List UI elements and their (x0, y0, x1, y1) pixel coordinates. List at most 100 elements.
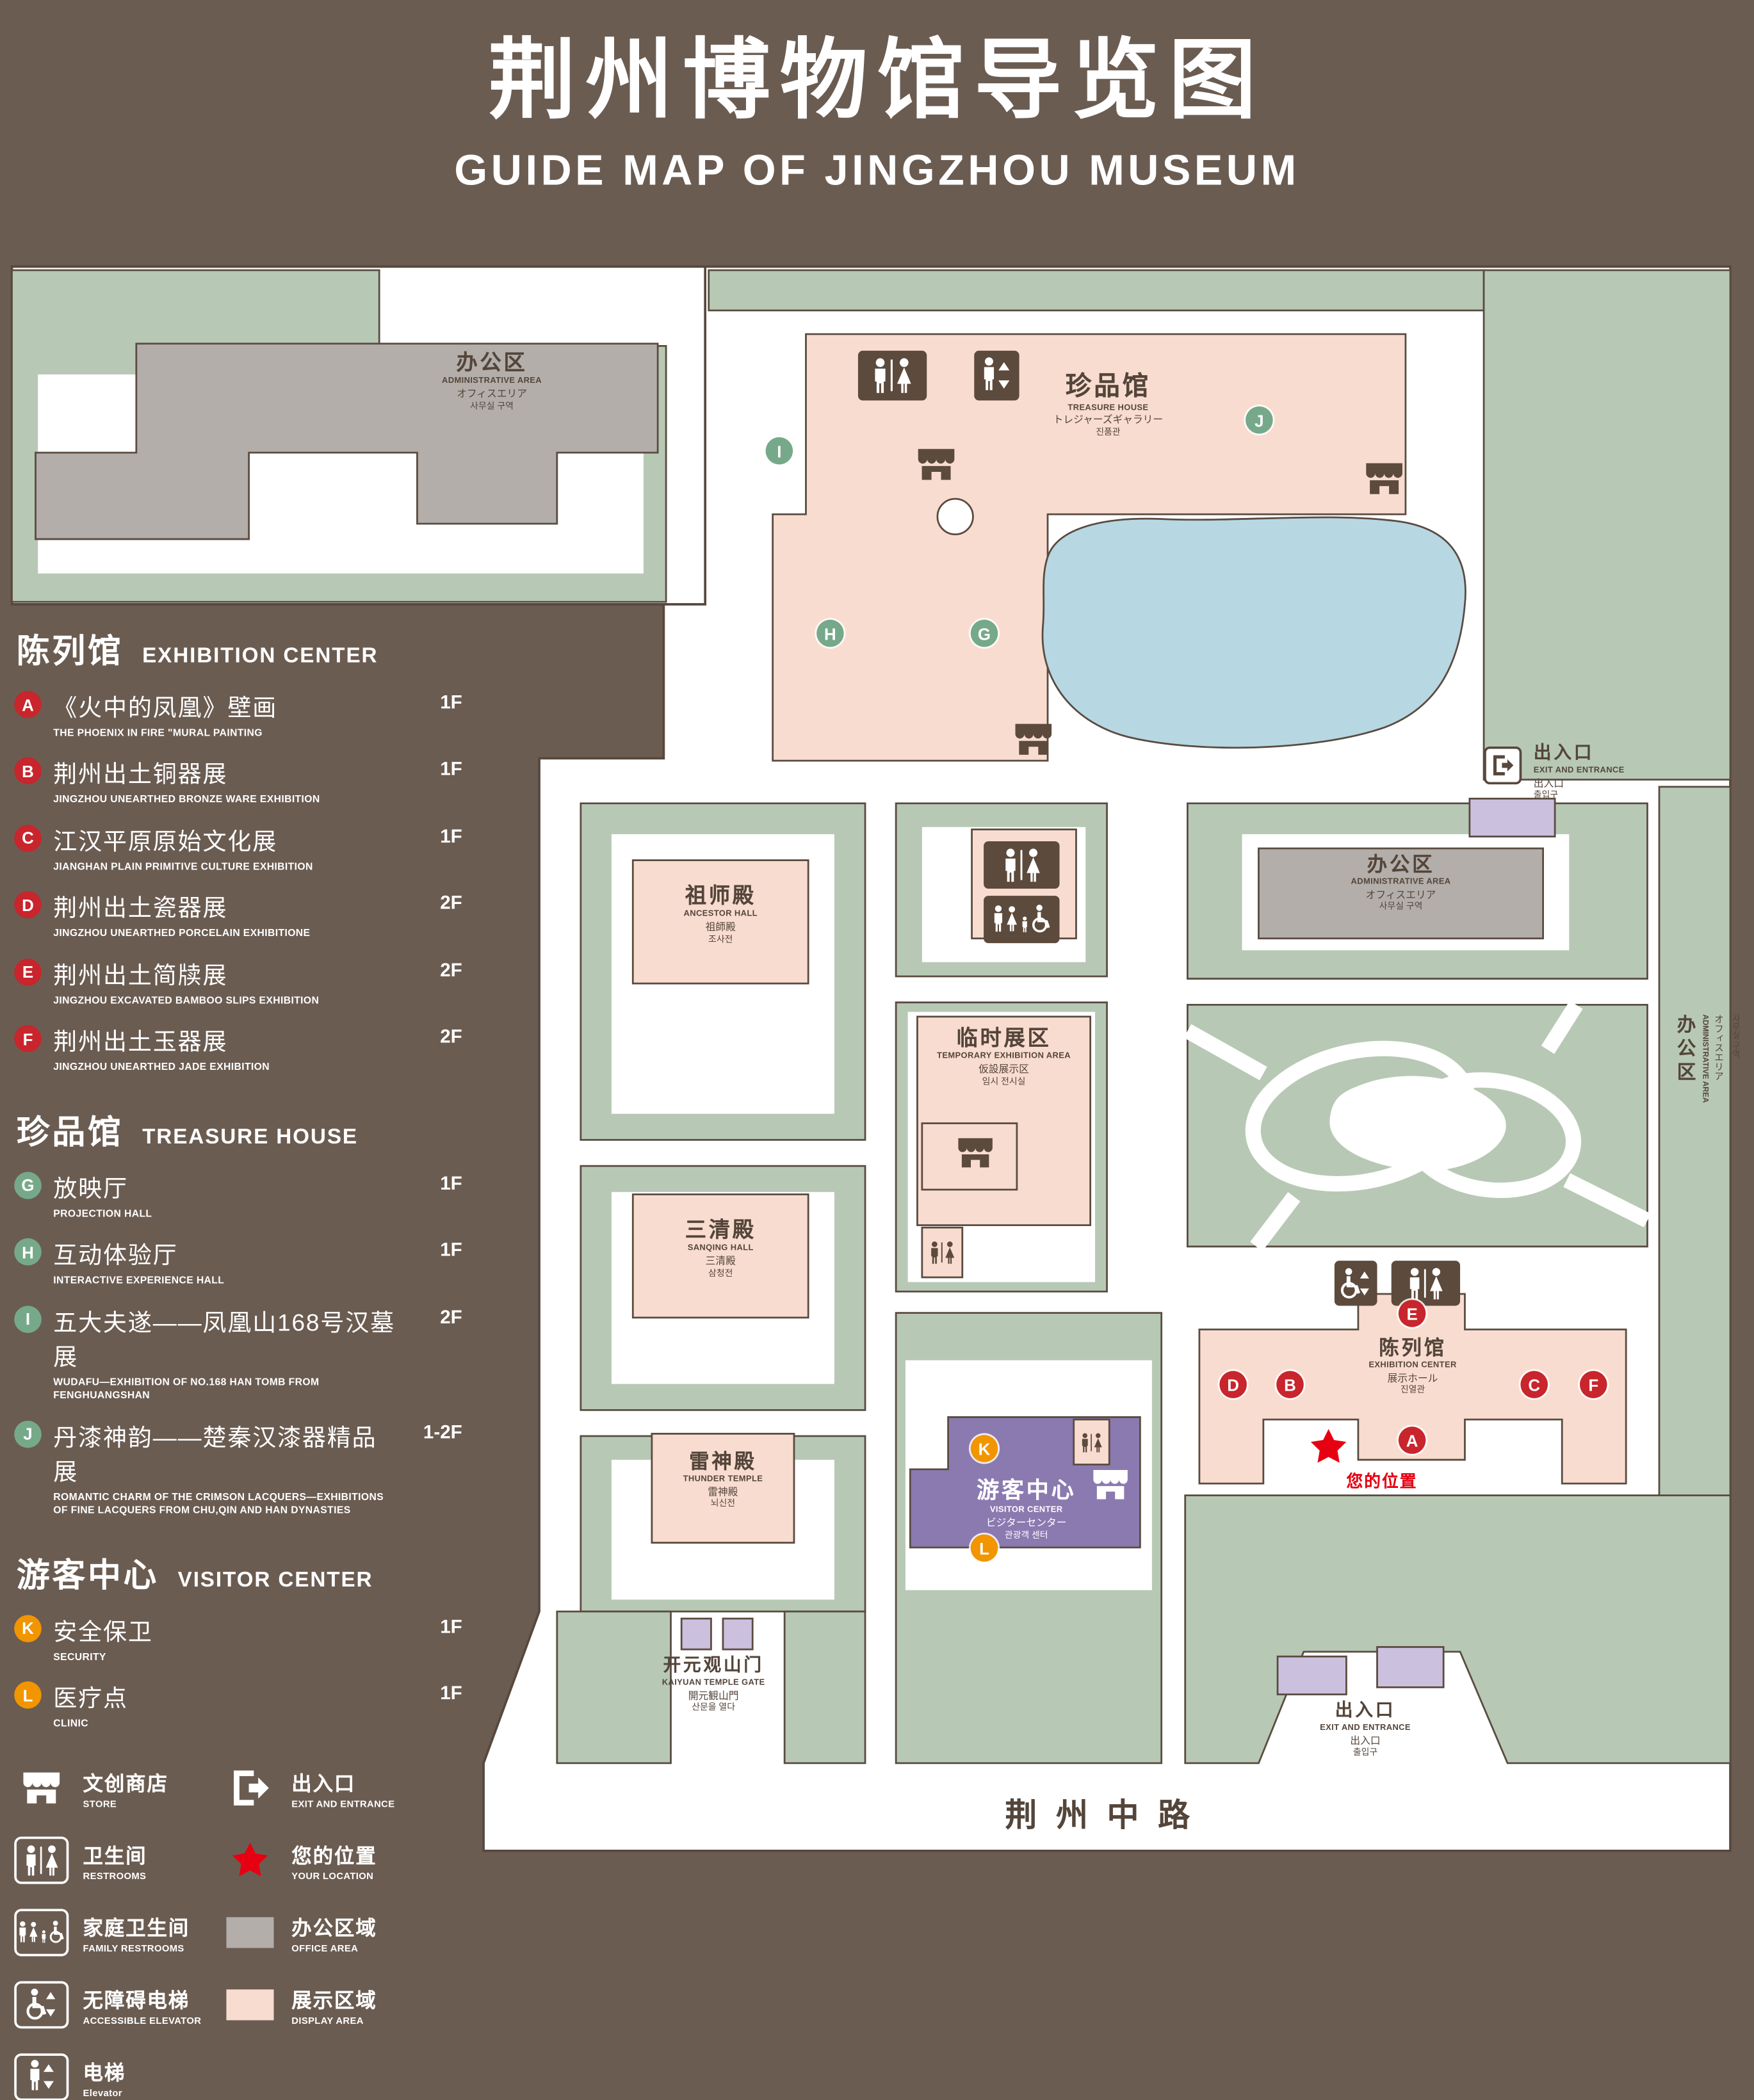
accessible-elevator-icon (1334, 1261, 1377, 1306)
map-marker-f: F (1579, 1371, 1607, 1398)
marker-badge-c: C (14, 824, 42, 852)
label-en: THUNDER TEMPLE (683, 1475, 763, 1484)
icon-label-en: FAMILY RESTROOMS (83, 1942, 184, 1953)
label-cn: 祖师殿 (685, 884, 756, 908)
icon-label-en: Elevator (83, 2087, 122, 2098)
building-label-exhibition-center: 陈列馆 EXHIBITION CENTER 展示ホール 진열관 (1306, 1337, 1519, 1396)
label-cn: 出入口 (1533, 743, 1595, 763)
building-south-exit-east (1376, 1646, 1445, 1688)
page-title: 荆州博物馆导览图 (488, 31, 1266, 129)
icon-label-cn: 卫生间 (83, 1844, 147, 1867)
icon-label-cn: 展示区域 (291, 1989, 377, 2012)
office-area-swatch (223, 1909, 277, 1956)
label-jp: 三清殿 (705, 1254, 736, 1267)
building-visitor-wc-annex (1073, 1418, 1110, 1466)
fountain (936, 497, 974, 536)
label-jp: 仮設展示区 (979, 1063, 1029, 1075)
map-marker-c: C (1520, 1371, 1548, 1398)
your-location-star-icon (1310, 1428, 1347, 1464)
store-icon (1363, 460, 1406, 496)
item-floor: 1-2F (423, 1423, 462, 1443)
icon-label-cn: 文创商店 (83, 1772, 168, 1795)
item-en: JINGZHOU UNEARTHED JADE EXHIBITION (53, 1061, 270, 1073)
exit-label-northeast: 出入口 EXIT AND ENTRANCE 出入口 출입구 (1533, 743, 1676, 800)
family-restroom-icon (14, 1908, 69, 1956)
building-label-visitor-center: 游客中心 VISITOR CENTER ビジターセンター 관광객 센터 (920, 1479, 1133, 1540)
item-cn: 荆州出土简牍展 (53, 963, 228, 990)
label-en: ADMINISTRATIVE AREA (1351, 878, 1451, 887)
gate-label: 开元观山门 KAIYUAN TEMPLE GATE 開元観山門 산문을 열다 (613, 1656, 815, 1713)
icon-label-cn: 电梯 (83, 2061, 126, 2084)
exit-label-south: 出入口 EXIT AND ENTRANCE 出入口 출입구 (1294, 1700, 1436, 1758)
item-en: ROMANTIC CHARM OF THE CRIMSON LACQUERS—E… (53, 1490, 384, 1516)
map-marker-d: D (1219, 1371, 1247, 1398)
building-south-exit-west (1276, 1655, 1347, 1695)
item-floor: 1F (440, 760, 462, 780)
marker-badge-f: F (14, 1025, 42, 1053)
icon-label-en: OFFICE AREA (291, 1942, 359, 1953)
building-label-sanqing-hall: 三清殿 SANQING HALL 三清殿 삼청전 (633, 1218, 808, 1279)
store-icon (955, 1135, 996, 1170)
store-icon (1012, 720, 1055, 757)
building-sanqing-hall (631, 1193, 809, 1319)
label-cn: 临时展区 (956, 1026, 1052, 1050)
building-thunder-temple (651, 1432, 795, 1544)
legend-section-exhibition-center: 陈列馆 EXHIBITION CENTER (17, 626, 469, 673)
icon-label-en: STORE (83, 1798, 117, 1809)
item-floor: 2F (440, 960, 462, 981)
poster-stage: 荆州博物馆导览图 GUIDE MAP OF JINGZHOU MUSEUM (0, 10, 1754, 2100)
label-jp: オフィスエリア (1714, 1014, 1725, 1081)
label-jp: 展示ホール (1387, 1371, 1438, 1384)
item-cn: 荆州出土铜器展 (53, 762, 228, 789)
item-floor: 2F (440, 1028, 462, 1048)
display-area-swatch (223, 1981, 277, 2028)
label-en: EXIT AND ENTRANCE (1533, 766, 1625, 775)
building-label-treasure-house: 珍品馆 TREASURE HOUSE トレジャーズギャラリー 진품관 (1002, 371, 1215, 437)
icon-label-en: ACCESSIBLE ELEVATOR (83, 2015, 202, 2026)
header: 荆州博物馆导览图 GUIDE MAP OF JINGZHOU MUSEUM (0, 10, 1754, 196)
label-en: EXHIBITION CENTER (1368, 1361, 1457, 1370)
restroom-icon (1077, 1425, 1105, 1460)
marker-badge-l: L (14, 1681, 42, 1709)
map-marker-g: G (970, 619, 998, 647)
label-cn: 办公区 (1367, 853, 1435, 876)
label-jp: 出入口 (1350, 1734, 1381, 1747)
marker-badge-b: B (14, 757, 42, 786)
map-canvas (10, 265, 1732, 1852)
item-cn: 丹漆神韵——楚秦汉漆器精品展 (53, 1425, 377, 1486)
label-kr: 관광객 센터 (1004, 1529, 1048, 1540)
elevator-icon (14, 2053, 69, 2100)
building-gate-west-wing (680, 1617, 712, 1651)
label-jp: 開元観山門 (688, 1689, 739, 1701)
exit-icon (1484, 746, 1522, 785)
building-label-admin-middle: 办公区 ADMINISTRATIVE AREA オフィスエリア 사무실 구역 (1271, 853, 1531, 912)
restroom-icon (984, 841, 1060, 889)
your-location-star-icon (223, 1836, 277, 1884)
label-cn: 办公区 (456, 350, 528, 375)
item-cn: 放映厅 (53, 1176, 128, 1203)
accessible-elevator-icon (14, 1980, 69, 2028)
label-en: SANQING HALL (687, 1244, 754, 1253)
label-kr: 사무실 구역 (1379, 901, 1423, 912)
label-cn: 办公区 (1673, 1014, 1694, 1086)
map-marker-b: B (1276, 1371, 1304, 1398)
item-en: SECURITY (53, 1650, 106, 1662)
label-kr: 뇌신전 (710, 1498, 736, 1509)
store-icon (915, 446, 958, 482)
label-cn: 出入口 (1335, 1700, 1396, 1721)
label-en: TREASURE HOUSE (1068, 403, 1149, 412)
item-floor: 1F (440, 1174, 462, 1195)
section-title-en: EXHIBITION CENTER (142, 643, 378, 667)
item-floor: 1F (440, 1617, 462, 1637)
